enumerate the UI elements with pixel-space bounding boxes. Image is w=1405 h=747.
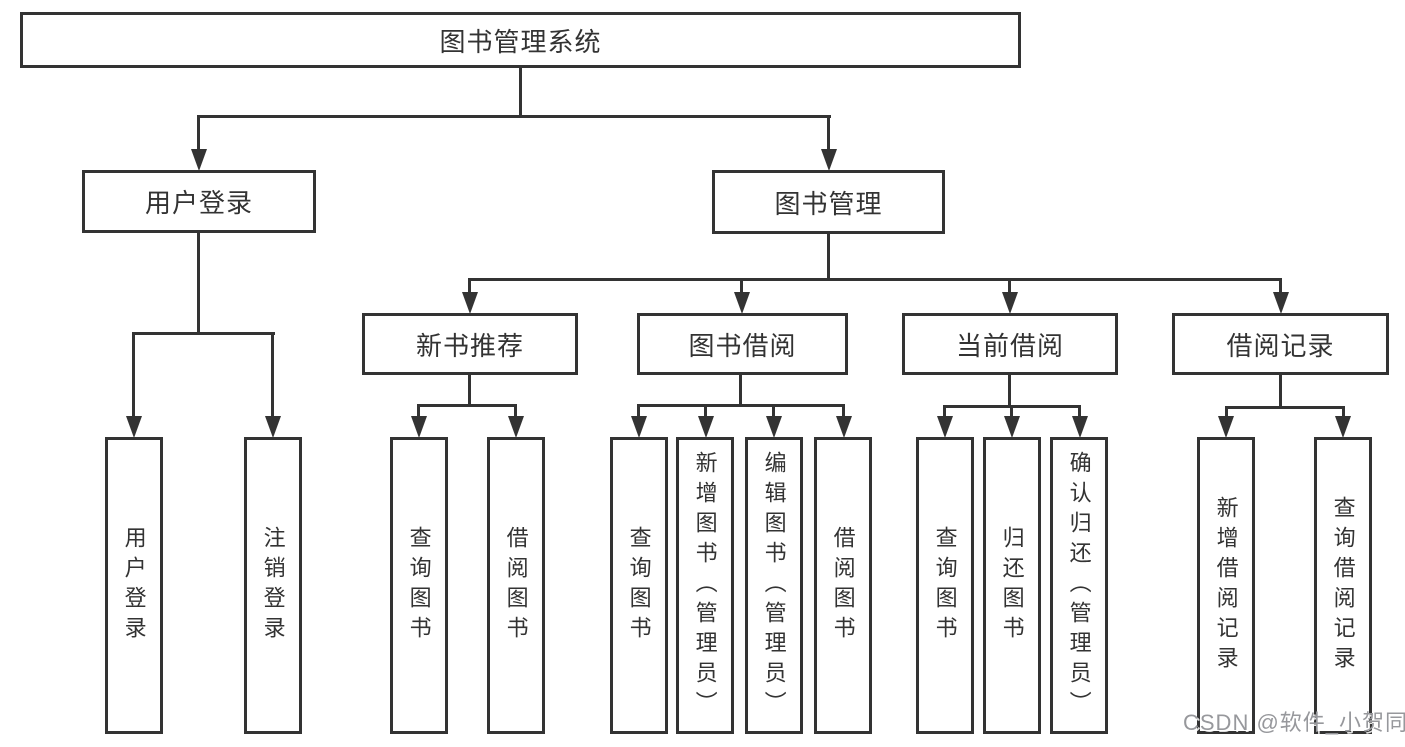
connector-line <box>271 332 274 417</box>
connector-line <box>637 404 845 407</box>
node-label: 查询借阅记录 <box>1330 495 1356 676</box>
arrowhead-down <box>836 416 852 438</box>
node-label: 借阅记录 <box>1226 330 1335 361</box>
connector-line <box>468 375 471 406</box>
connector-line <box>1342 406 1345 417</box>
node-user-login: 用户登录 <box>82 170 316 233</box>
node-label: 确认归还（管理员） <box>1066 450 1092 721</box>
connector-line <box>1008 375 1011 406</box>
leaf-add-books-admin: 新增图书（管理员） <box>676 437 734 734</box>
arrowhead-down <box>1002 292 1018 314</box>
leaf-add-borrow-record: 新增借阅记录 <box>1197 437 1255 734</box>
arrowhead-down <box>734 292 750 314</box>
arrowhead-down <box>1072 416 1088 438</box>
connector-line <box>1225 406 1345 409</box>
arrowhead-down <box>411 416 427 438</box>
connector-line <box>740 278 743 294</box>
connector-line <box>514 404 517 417</box>
arrowhead-down <box>698 416 714 438</box>
csdn-watermark: CSDN @软件_小贺同学 <box>1183 710 1405 735</box>
node-label: 新增图书（管理员） <box>692 450 718 721</box>
connector-line <box>827 115 830 152</box>
arrowhead-down <box>191 149 207 171</box>
connector-line <box>739 375 742 406</box>
node-new-book-recommendation: 新书推荐 <box>362 313 578 375</box>
connector-line <box>772 404 775 417</box>
arrowhead-down <box>462 292 478 314</box>
connector-line <box>417 404 420 417</box>
node-label: 查询图书 <box>626 525 652 646</box>
arrowhead-down <box>1335 416 1351 438</box>
connector-line <box>468 278 471 294</box>
node-label: 图书借阅 <box>688 330 797 361</box>
node-label: 借阅图书 <box>830 525 856 646</box>
connector-line <box>197 115 831 118</box>
node-label: 图书管理系统 <box>439 26 602 57</box>
connector-line <box>1078 405 1081 417</box>
connector-line <box>1008 278 1011 294</box>
connector-line <box>132 332 135 417</box>
leaf-query-books-recommend: 查询图书 <box>390 437 448 734</box>
arrowhead-down <box>265 416 281 438</box>
connector-line <box>1010 405 1013 417</box>
connector-line <box>417 404 517 407</box>
node-book-management: 图书管理 <box>712 170 945 234</box>
leaf-query-borrow-record: 查询借阅记录 <box>1314 437 1372 734</box>
arrowhead-down <box>1273 292 1289 314</box>
node-label: 查询图书 <box>932 525 958 646</box>
connector-line <box>1279 375 1282 408</box>
connector-line <box>1279 278 1282 294</box>
leaf-return-books: 归还图书 <box>983 437 1041 734</box>
leaf-query-books-current: 查询图书 <box>916 437 974 734</box>
arrowhead-down <box>766 416 782 438</box>
connector-line <box>827 234 830 280</box>
connector-line <box>197 233 200 335</box>
node-label: 归还图书 <box>999 525 1025 646</box>
leaf-confirm-return-admin: 确认归还（管理员） <box>1050 437 1108 734</box>
connector-line <box>1225 406 1228 417</box>
node-book-borrowing: 图书借阅 <box>637 313 848 375</box>
node-label: 借阅图书 <box>503 525 529 646</box>
arrowhead-down <box>821 149 837 171</box>
node-label: 用户登录 <box>144 188 253 218</box>
leaf-edit-books-admin: 编辑图书（管理员） <box>745 437 803 734</box>
arrowhead-down <box>1218 416 1234 438</box>
arrowhead-down <box>508 416 524 438</box>
node-label: 查询图书 <box>406 525 432 646</box>
arrowhead-down <box>126 416 142 438</box>
arrowhead-down <box>937 416 953 438</box>
node-borrowing-records: 借阅记录 <box>1172 313 1389 375</box>
connector-line <box>842 404 845 417</box>
leaf-borrow-books-borrowing: 借阅图书 <box>814 437 872 734</box>
leaf-query-books-borrowing: 查询图书 <box>610 437 668 734</box>
node-library-management-system: 图书管理系统 <box>20 12 1021 68</box>
node-label: 注销登录 <box>260 525 286 646</box>
arrowhead-down <box>631 416 647 438</box>
node-label: 新增借阅记录 <box>1213 495 1239 676</box>
leaf-borrow-books-recommend: 借阅图书 <box>487 437 545 734</box>
node-label: 编辑图书（管理员） <box>761 450 787 721</box>
connector-line <box>197 115 200 152</box>
connector-line <box>132 332 275 335</box>
leaf-user-login: 用户登录 <box>105 437 163 734</box>
connector-line <box>943 405 946 417</box>
connector-line <box>468 278 1282 281</box>
node-label: 用户登录 <box>121 525 147 646</box>
connector-line <box>704 404 707 417</box>
node-current-borrowing: 当前借阅 <box>902 313 1118 375</box>
node-label: 图书管理 <box>774 188 883 219</box>
connector-line <box>519 67 522 117</box>
node-label: 当前借阅 <box>955 330 1064 361</box>
node-label: 新书推荐 <box>415 330 524 361</box>
leaf-logout: 注销登录 <box>244 437 302 734</box>
connector-line <box>637 404 640 417</box>
arrowhead-down <box>1004 416 1020 438</box>
